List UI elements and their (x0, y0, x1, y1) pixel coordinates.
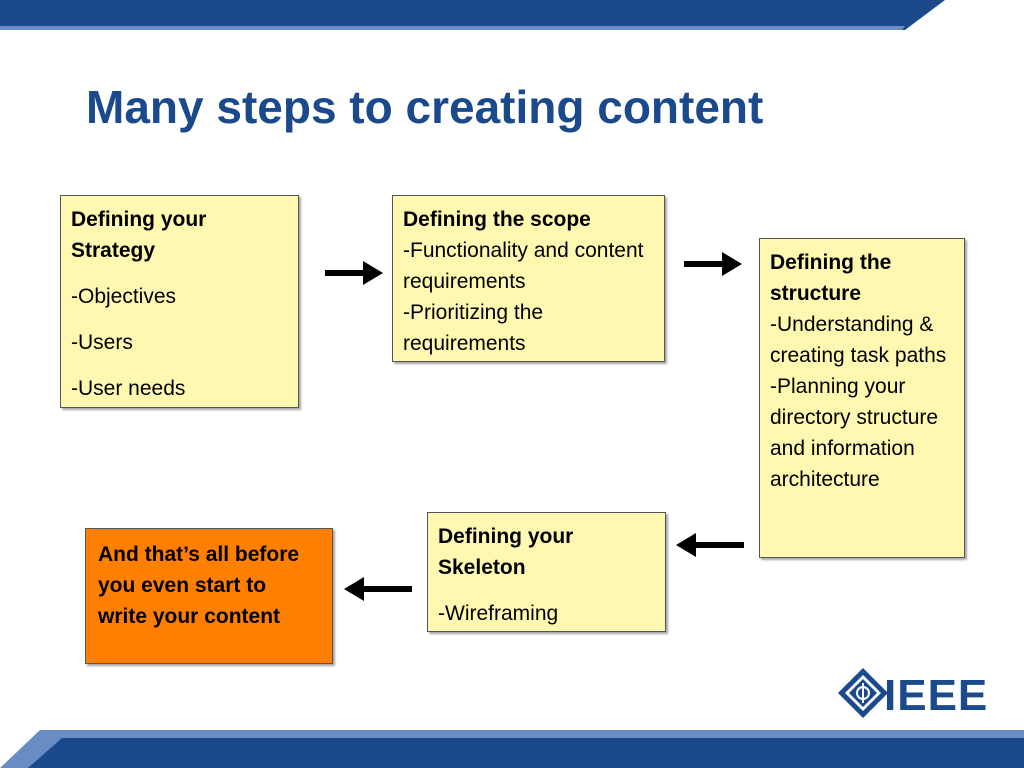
step-heading: Defining your Skeleton (438, 525, 574, 579)
step-heading: Defining your Strategy (71, 208, 207, 262)
step-item: -Wireframing (438, 602, 559, 625)
step-heading: Defining the structure (770, 251, 892, 305)
final-note-box: And that’s all before you even start to … (85, 528, 333, 664)
arrow-right-icon (684, 251, 744, 277)
bottom-band (0, 730, 1024, 768)
step-item: -Understanding & creating task paths (770, 313, 947, 367)
step-skeleton-box: Defining your Skeleton -Wireframing (427, 512, 666, 632)
step-item: -Objectives (71, 285, 177, 308)
arrow-left-icon (342, 576, 412, 602)
step-item: -Users (71, 331, 133, 354)
step-item: -Planning your directory structure and i… (770, 375, 939, 491)
ieee-diamond-icon (836, 666, 890, 725)
step-item: -Prioritizing the requirements (403, 301, 544, 355)
step-scope-box: Defining the scope -Functionality and co… (392, 195, 665, 362)
step-heading: Defining the scope (403, 208, 591, 231)
ieee-logo-text: IEEE (884, 671, 989, 720)
arrow-left-icon (674, 532, 744, 558)
final-note-text: And that’s all before you even start to … (98, 543, 300, 628)
arrow-right-icon (325, 260, 385, 286)
step-structure-box: Defining the structure -Understanding & … (759, 238, 965, 558)
step-item: -User needs (71, 377, 186, 400)
step-item: -Functionality and content requirements (403, 239, 644, 293)
top-band (0, 0, 1024, 30)
step-strategy-box: Defining your Strategy -Objectives -User… (60, 195, 299, 408)
page-title: Many steps to creating content (86, 81, 764, 133)
